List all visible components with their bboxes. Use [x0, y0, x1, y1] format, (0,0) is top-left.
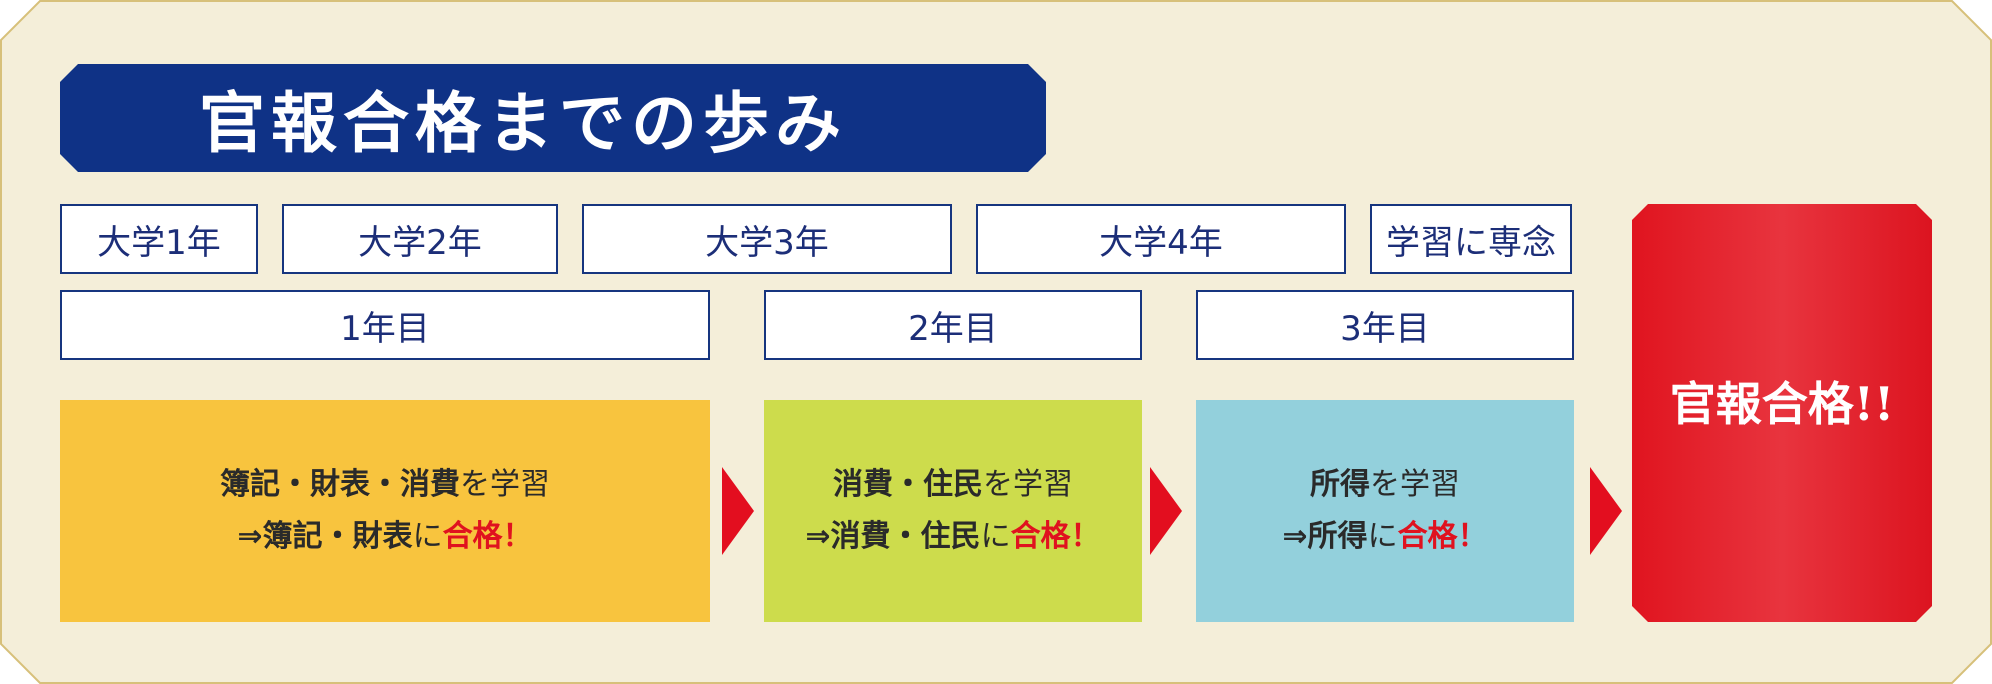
study-focus-label: 学習に専念	[1370, 204, 1572, 274]
step-2-line-1: 消費・住民を学習	[833, 459, 1073, 511]
title-banner: 官報合格までの歩み	[60, 64, 1046, 172]
step-1-subjects: 簿記・財表・消費	[220, 467, 460, 502]
step-1-pass-text: 合格！	[442, 519, 533, 554]
step-3-subjects: 所得	[1310, 467, 1370, 502]
step-3-pass-text: 合格！	[1397, 519, 1488, 554]
step-2-pass-text: 合格！	[1010, 519, 1101, 554]
study-year-3: 3年目	[1196, 290, 1574, 360]
step-card-3: 所得を学習 ⇒所得に合格！	[1196, 400, 1574, 622]
step-card-1: 簿記・財表・消費を学習 ⇒簿記・財表に合格！	[60, 400, 710, 622]
step-1-line-1: 簿記・財表・消費を学習	[220, 459, 550, 511]
step-3-particle: に	[1367, 519, 1398, 554]
goal-card: 官報合格!!	[1632, 204, 1932, 622]
university-year-3: 大学3年	[582, 204, 952, 274]
arrow-right-icon	[1150, 467, 1182, 555]
page-title: 官報合格までの歩み	[199, 84, 847, 162]
step-2-line-2: ⇒消費・住民に合格！	[805, 511, 1100, 563]
university-year-1: 大学1年	[60, 204, 258, 274]
step-3-study-text: を学習	[1370, 467, 1460, 502]
study-year-2: 2年目	[764, 290, 1142, 360]
step-3-passed-subjects: ⇒所得	[1282, 519, 1368, 554]
step-1-line-2: ⇒簿記・財表に合格！	[237, 511, 532, 563]
step-1-passed-subjects: ⇒簿記・財表	[237, 519, 413, 554]
step-2-passed-subjects: ⇒消費・住民	[805, 519, 981, 554]
arrow-right-icon	[1590, 467, 1622, 555]
step-1-particle: に	[412, 519, 443, 554]
arrow-right-icon	[722, 467, 754, 555]
step-1-study-text: を学習	[460, 467, 550, 502]
step-3-line-1: 所得を学習	[1310, 459, 1460, 511]
step-2-subjects: 消費・住民	[833, 467, 983, 502]
university-year-4: 大学4年	[976, 204, 1346, 274]
step-2-study-text: を学習	[983, 467, 1073, 502]
university-year-2: 大学2年	[282, 204, 558, 274]
study-year-1: 1年目	[60, 290, 710, 360]
step-3-line-2: ⇒所得に合格！	[1282, 511, 1487, 563]
step-2-particle: に	[980, 519, 1011, 554]
step-card-2: 消費・住民を学習 ⇒消費・住民に合格！	[764, 400, 1142, 622]
goal-text: 官報合格!!	[1669, 377, 1895, 431]
